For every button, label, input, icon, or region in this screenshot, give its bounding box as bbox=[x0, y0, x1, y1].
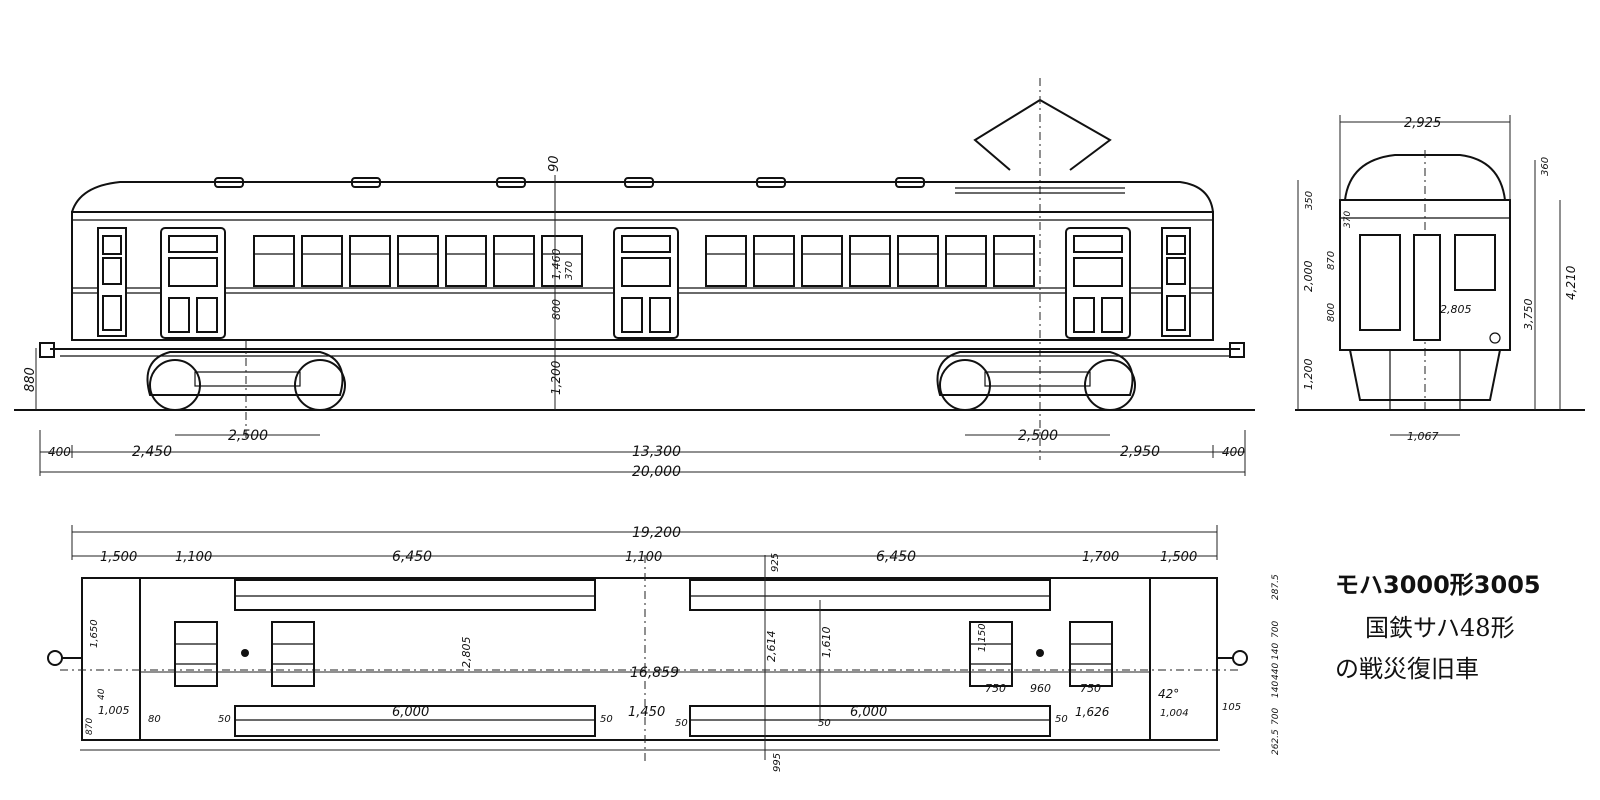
caption-line-3: の戦災復旧車 bbox=[1335, 655, 1479, 683]
plan-seat-width-label: 1,610 bbox=[820, 627, 833, 659]
plan-right-700b-label: 700 bbox=[1271, 708, 1281, 725]
left-wheelbase-label: 2,500 bbox=[228, 428, 268, 444]
plan-right-2875-label: 287.5 bbox=[1271, 574, 1281, 600]
plan-grid-960-label: 960 bbox=[1030, 682, 1051, 695]
car-body bbox=[50, 181, 1240, 357]
roof-height-label: 90 bbox=[547, 155, 562, 172]
caption-line-2: 国鉄サハ48形 bbox=[1365, 614, 1515, 642]
floor-hatches bbox=[174, 621, 1113, 687]
plan-end-40-label: 40 bbox=[97, 688, 107, 700]
end-view-dimensions bbox=[1297, 115, 1561, 436]
plan-vestibule-label: 1,005 bbox=[98, 704, 130, 717]
plan-seat-left-label: 6,000 bbox=[392, 705, 429, 720]
plan-seat-right-label: 6,000 bbox=[850, 705, 887, 720]
overhang-left-label: 400 bbox=[48, 445, 71, 459]
floor-height-label: 1,200 bbox=[549, 360, 563, 395]
belt-label: 800 bbox=[550, 299, 563, 320]
plan-right-440-label: 440 bbox=[1271, 663, 1281, 680]
side-view: 90 1,460 370 800 1,200 880 2,500 2,500 4… bbox=[14, 78, 1255, 480]
plan-end-870-label: 870 bbox=[85, 718, 95, 735]
end-lower-panel-label: 800 bbox=[1326, 303, 1337, 322]
overall-length-label: 20,000 bbox=[632, 464, 681, 480]
plan-grid-750a-label: 750 bbox=[985, 682, 1006, 695]
plan-small-50b-label: 50 bbox=[600, 714, 613, 725]
gauge-label: 1,067 bbox=[1407, 430, 1439, 443]
plan-right-140b-label: 140 bbox=[1271, 681, 1281, 698]
plan-seg-1-label: 1,500 bbox=[100, 550, 137, 565]
end-floor-height-label: 1,200 bbox=[1302, 359, 1315, 391]
plan-small-50e-label: 50 bbox=[1055, 714, 1068, 725]
plan-seg-7-label: 1,500 bbox=[1160, 550, 1197, 565]
drawing-caption: モハ3000形3005 国鉄サハ48形 の戦災復旧車 bbox=[1335, 565, 1541, 684]
plan-angle-label: 42° bbox=[1158, 687, 1179, 701]
plan-seat-spacing-label: 2,614 bbox=[765, 631, 778, 663]
right-truck-offset-label: 2,950 bbox=[1120, 444, 1160, 460]
pantograph bbox=[955, 78, 1125, 420]
bogies bbox=[146, 340, 1136, 460]
plan-right-700a-label: 700 bbox=[1271, 621, 1281, 638]
plan-seg-3-label: 6,450 bbox=[392, 549, 432, 565]
plan-small-50c-label: 50 bbox=[675, 718, 688, 729]
end-roof-height-label: 3,750 bbox=[1522, 299, 1535, 331]
end-overall-height-label: 4,210 bbox=[1564, 265, 1578, 300]
plan-right-2625-label: 262.5 bbox=[1271, 729, 1281, 755]
plan-grid-750b-label: 750 bbox=[1080, 682, 1101, 695]
window-height-label: 1,460 bbox=[550, 249, 563, 281]
plan-center-door-label: 1,450 bbox=[628, 705, 665, 720]
plan-door-top-label: 925 bbox=[770, 553, 781, 572]
truck-centers-label: 13,300 bbox=[632, 444, 681, 460]
side-doors bbox=[160, 227, 1131, 339]
left-truck-offset-label: 2,450 bbox=[132, 444, 172, 460]
end-inner-width-label: 2,805 bbox=[1440, 303, 1472, 316]
plan-small-50d-label: 50 bbox=[818, 718, 831, 729]
end-roof-rise-label: 360 bbox=[1540, 157, 1551, 176]
couplers bbox=[39, 342, 1245, 358]
plan-right-140a-label: 140 bbox=[1271, 643, 1281, 660]
plan-seg-6-label: 1,700 bbox=[1082, 550, 1119, 565]
plan-couplers bbox=[47, 650, 1248, 666]
plan-bottom-dim-label: 995 bbox=[772, 753, 783, 772]
plan-right-105-label: 105 bbox=[1222, 702, 1241, 713]
end-doors bbox=[97, 227, 1191, 337]
plan-small-80-label: 80 bbox=[148, 714, 161, 725]
plan-seg-5-label: 6,450 bbox=[876, 549, 916, 565]
end-small-dim-label: 370 bbox=[1343, 211, 1353, 228]
plan-body-length-label: 19,200 bbox=[632, 525, 681, 541]
plan-seg-4-label: 1,100 bbox=[625, 550, 662, 565]
longitudinal-seats bbox=[234, 579, 1051, 737]
plan-inner-width-label: 2,805 bbox=[460, 637, 473, 669]
plan-view: 19,200 1,500 1,100 6,450 1,100 6,450 1,7… bbox=[47, 525, 1281, 772]
plan-left-end-label: 1,650 bbox=[89, 619, 100, 648]
plan-dimensions bbox=[71, 525, 1220, 760]
end-view: 2,925 360 350 370 2,000 870 800 1,200 2,… bbox=[1295, 115, 1585, 443]
end-window-panel-label: 2,000 bbox=[1302, 261, 1315, 293]
side-windows bbox=[253, 235, 1035, 287]
end-width-label: 2,925 bbox=[1404, 116, 1441, 131]
plan-small-50a-label: 50 bbox=[218, 714, 231, 725]
plan-seg-2-label: 1,100 bbox=[175, 550, 212, 565]
plan-pillar-label: 1,150 bbox=[977, 623, 988, 652]
coupler-height-label: 880 bbox=[23, 367, 38, 392]
end-upper-panel-label: 350 bbox=[1304, 191, 1315, 210]
plan-end-seg-label: 1,004 bbox=[1160, 708, 1189, 719]
right-wheelbase-label: 2,500 bbox=[1018, 428, 1058, 444]
plan-rear-seg-label: 1,626 bbox=[1075, 705, 1110, 719]
side-dimensions bbox=[35, 175, 1246, 476]
plan-interior-length-label: 16,859 bbox=[630, 665, 679, 681]
caption-line-1: モハ3000形3005 bbox=[1335, 571, 1541, 599]
window-top-label: 370 bbox=[564, 261, 575, 280]
overhang-right-label: 400 bbox=[1222, 445, 1245, 459]
end-window-dim-label: 870 bbox=[1326, 251, 1337, 270]
